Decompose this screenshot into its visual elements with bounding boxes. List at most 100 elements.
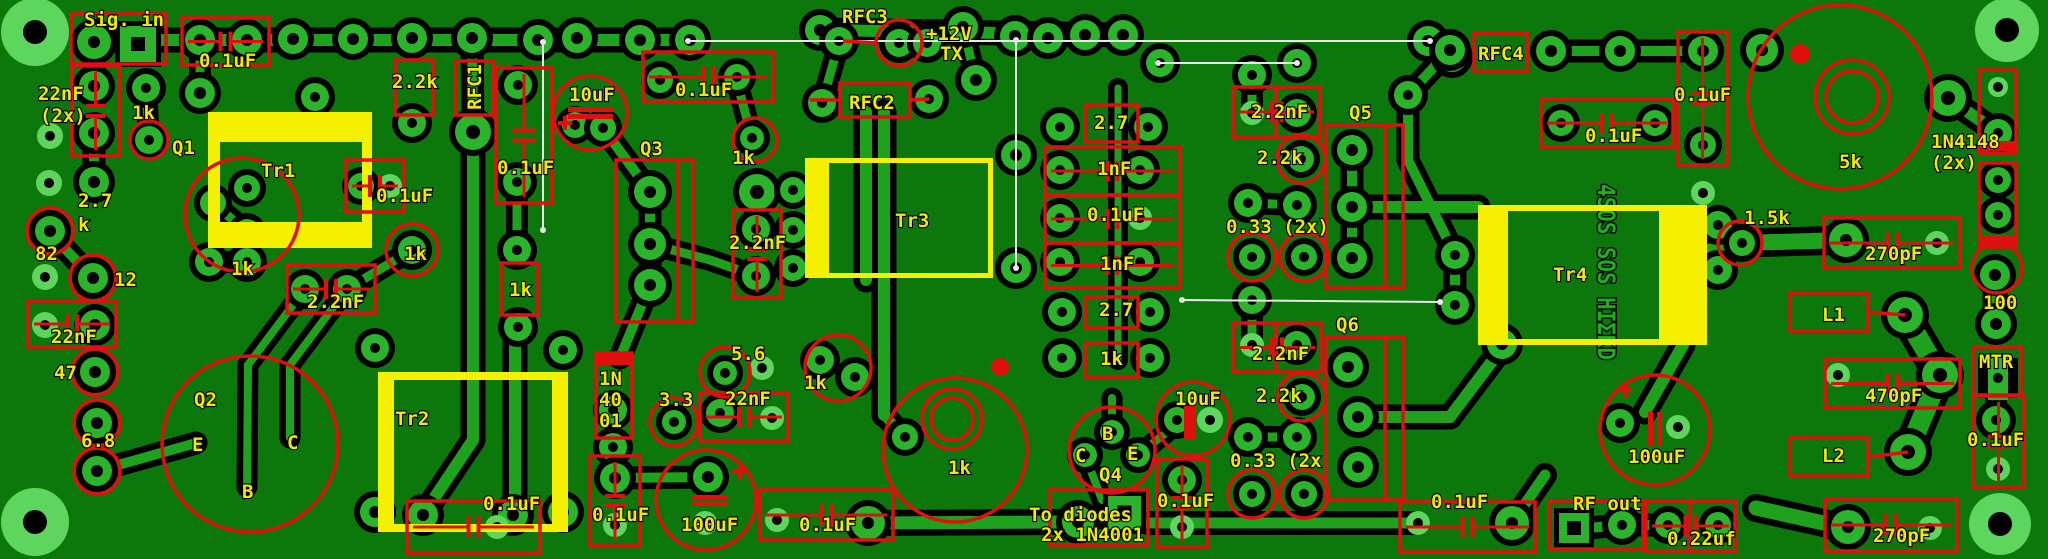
transformer-outlines [208, 112, 1707, 532]
component-outline [1083, 295, 1140, 330]
component-outline [1547, 499, 1645, 551]
polarity-band [1979, 141, 2016, 151]
silk-label: Q3 [640, 138, 663, 160]
jumper-wire [1181, 299, 1441, 303]
silk-label: 01 [599, 410, 622, 432]
silkscreen-labels: Sig. in0.1uF22nF(2x)1kQ1Tr12.7k0.1uF2.2k… [34, 5, 2025, 551]
component-outline-circle [929, 396, 975, 442]
silk-label: 22nF [725, 388, 771, 410]
polarity-band [568, 114, 613, 119]
transformer-outline [378, 372, 568, 380]
component-outline-circle [25, 206, 75, 256]
component-outline [641, 50, 775, 104]
silk-label: 0.22uf [1667, 528, 1736, 550]
component-outline-circle [1746, 3, 1934, 191]
silk-label: 0.1uF [1157, 490, 1214, 512]
silk-label: 1N [599, 368, 622, 390]
silk-label: 0.1uF [1431, 491, 1488, 513]
silk-label: 1k [509, 279, 532, 301]
component-outline [494, 66, 554, 205]
silk-label: 10uF [1175, 388, 1221, 410]
silk-label: L2 [1822, 445, 1845, 467]
silk-label: E [1127, 443, 1138, 465]
red-marker-dot [1790, 44, 1810, 64]
transformer-outline [1478, 205, 1707, 211]
silk-label: 47 [54, 362, 77, 384]
component-outline-circle [881, 376, 1029, 524]
polarity-band [1981, 235, 2017, 245]
silk-label: 0.33 (2x) [1226, 216, 1329, 238]
component-outline-circle [72, 398, 122, 448]
silk-label: Tr3 [895, 210, 929, 232]
jumper-wires [540, 37, 1443, 305]
silk-label: E [192, 434, 203, 456]
polarity-band [1648, 412, 1653, 446]
silk-label: 0.1uF [1967, 429, 2024, 451]
silk-label: 2x 1N4001 [1041, 524, 1144, 546]
silk-label: 100uF [1628, 446, 1685, 468]
component-outline [1155, 457, 1209, 549]
silk-label: 1k [132, 102, 155, 124]
component-outline-circle [1824, 69, 1880, 125]
silk-label: C [1075, 445, 1086, 467]
silk-label: 5.6 [731, 343, 765, 365]
component-outline-circle [698, 345, 752, 399]
silk-label: 0.1uF [199, 50, 256, 72]
component-outline [453, 59, 495, 117]
polarity-band [691, 495, 728, 499]
component-outline [698, 391, 790, 443]
component-outline [344, 158, 406, 214]
component-outline-circle [1276, 371, 1328, 423]
component-outline-circle [1278, 231, 1330, 283]
polarity-band [1657, 412, 1662, 446]
silk-label: Tr1 [261, 160, 295, 182]
silk-label: 270pF [1865, 243, 1922, 265]
silk-label: Tr2 [395, 408, 429, 430]
component-outline [614, 158, 695, 324]
component-outline [1676, 30, 1729, 167]
silk-label: 2.7 [1094, 112, 1128, 134]
silk-label: 1k [948, 457, 971, 479]
component-outline-circle [160, 354, 340, 534]
component-outline [405, 499, 542, 555]
silk-label: B [1102, 423, 1113, 445]
component-outline-circle [1813, 58, 1891, 136]
silk-label: 10uF [569, 84, 615, 106]
silk-label: 1k [231, 258, 254, 280]
silk-label: MTR [1979, 351, 2014, 373]
silk-label: RFC1 [464, 64, 486, 110]
component-outline-circle [70, 347, 120, 397]
silk-label: 1.5k [1744, 207, 1790, 229]
component-outline-circle [1154, 380, 1232, 458]
component-outline [26, 299, 118, 349]
component-outline [1539, 97, 1675, 149]
silk-label: Q4 [1099, 464, 1122, 486]
component-outline [1083, 103, 1140, 144]
silk-label: TX [940, 43, 963, 65]
silk-label: 1k [404, 243, 427, 265]
silk-label: 2.2nF [1251, 101, 1308, 123]
silk-label: 0.1uF [799, 514, 856, 536]
copper-text: 4SOS SOS HIΣKD [1591, 183, 1622, 362]
component-outline-circle [1226, 468, 1278, 520]
silk-label: (2x) [1931, 152, 1977, 174]
silk-label: To diodes [1029, 504, 1132, 526]
silk-label: 2.2nF [1252, 343, 1309, 365]
silk-label: 0.1uF [497, 157, 554, 179]
component-outline-circle [654, 448, 758, 552]
component-outline [1472, 31, 1529, 73]
silk-label: (2x) [40, 105, 86, 127]
copper-trace [861, 515, 1085, 530]
component-outline [70, 64, 121, 158]
silk-label: +12V [926, 23, 972, 45]
polarity-band [691, 502, 728, 506]
silk-label: Q6 [1336, 314, 1359, 336]
silk-label: 1k [1100, 348, 1123, 370]
silk-label: 2.7 [78, 190, 112, 212]
component-outline [1971, 394, 2026, 489]
silk-label: C [287, 432, 298, 454]
component-outline-circle [1275, 133, 1327, 185]
silk-label: 0.1uF [1674, 84, 1731, 106]
